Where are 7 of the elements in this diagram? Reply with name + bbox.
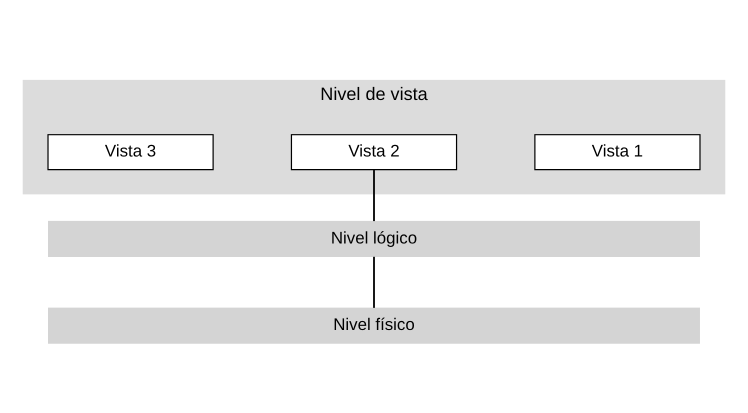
connector bbox=[373, 170, 375, 221]
node-box: Nivel lógico bbox=[48, 220, 700, 257]
node-box: Nivel físico bbox=[48, 307, 700, 344]
connector bbox=[373, 256, 375, 308]
node-box: Vista 1 bbox=[534, 134, 701, 170]
node-box: Vista 2 bbox=[290, 134, 458, 170]
node-box: Vista 3 bbox=[47, 134, 214, 170]
